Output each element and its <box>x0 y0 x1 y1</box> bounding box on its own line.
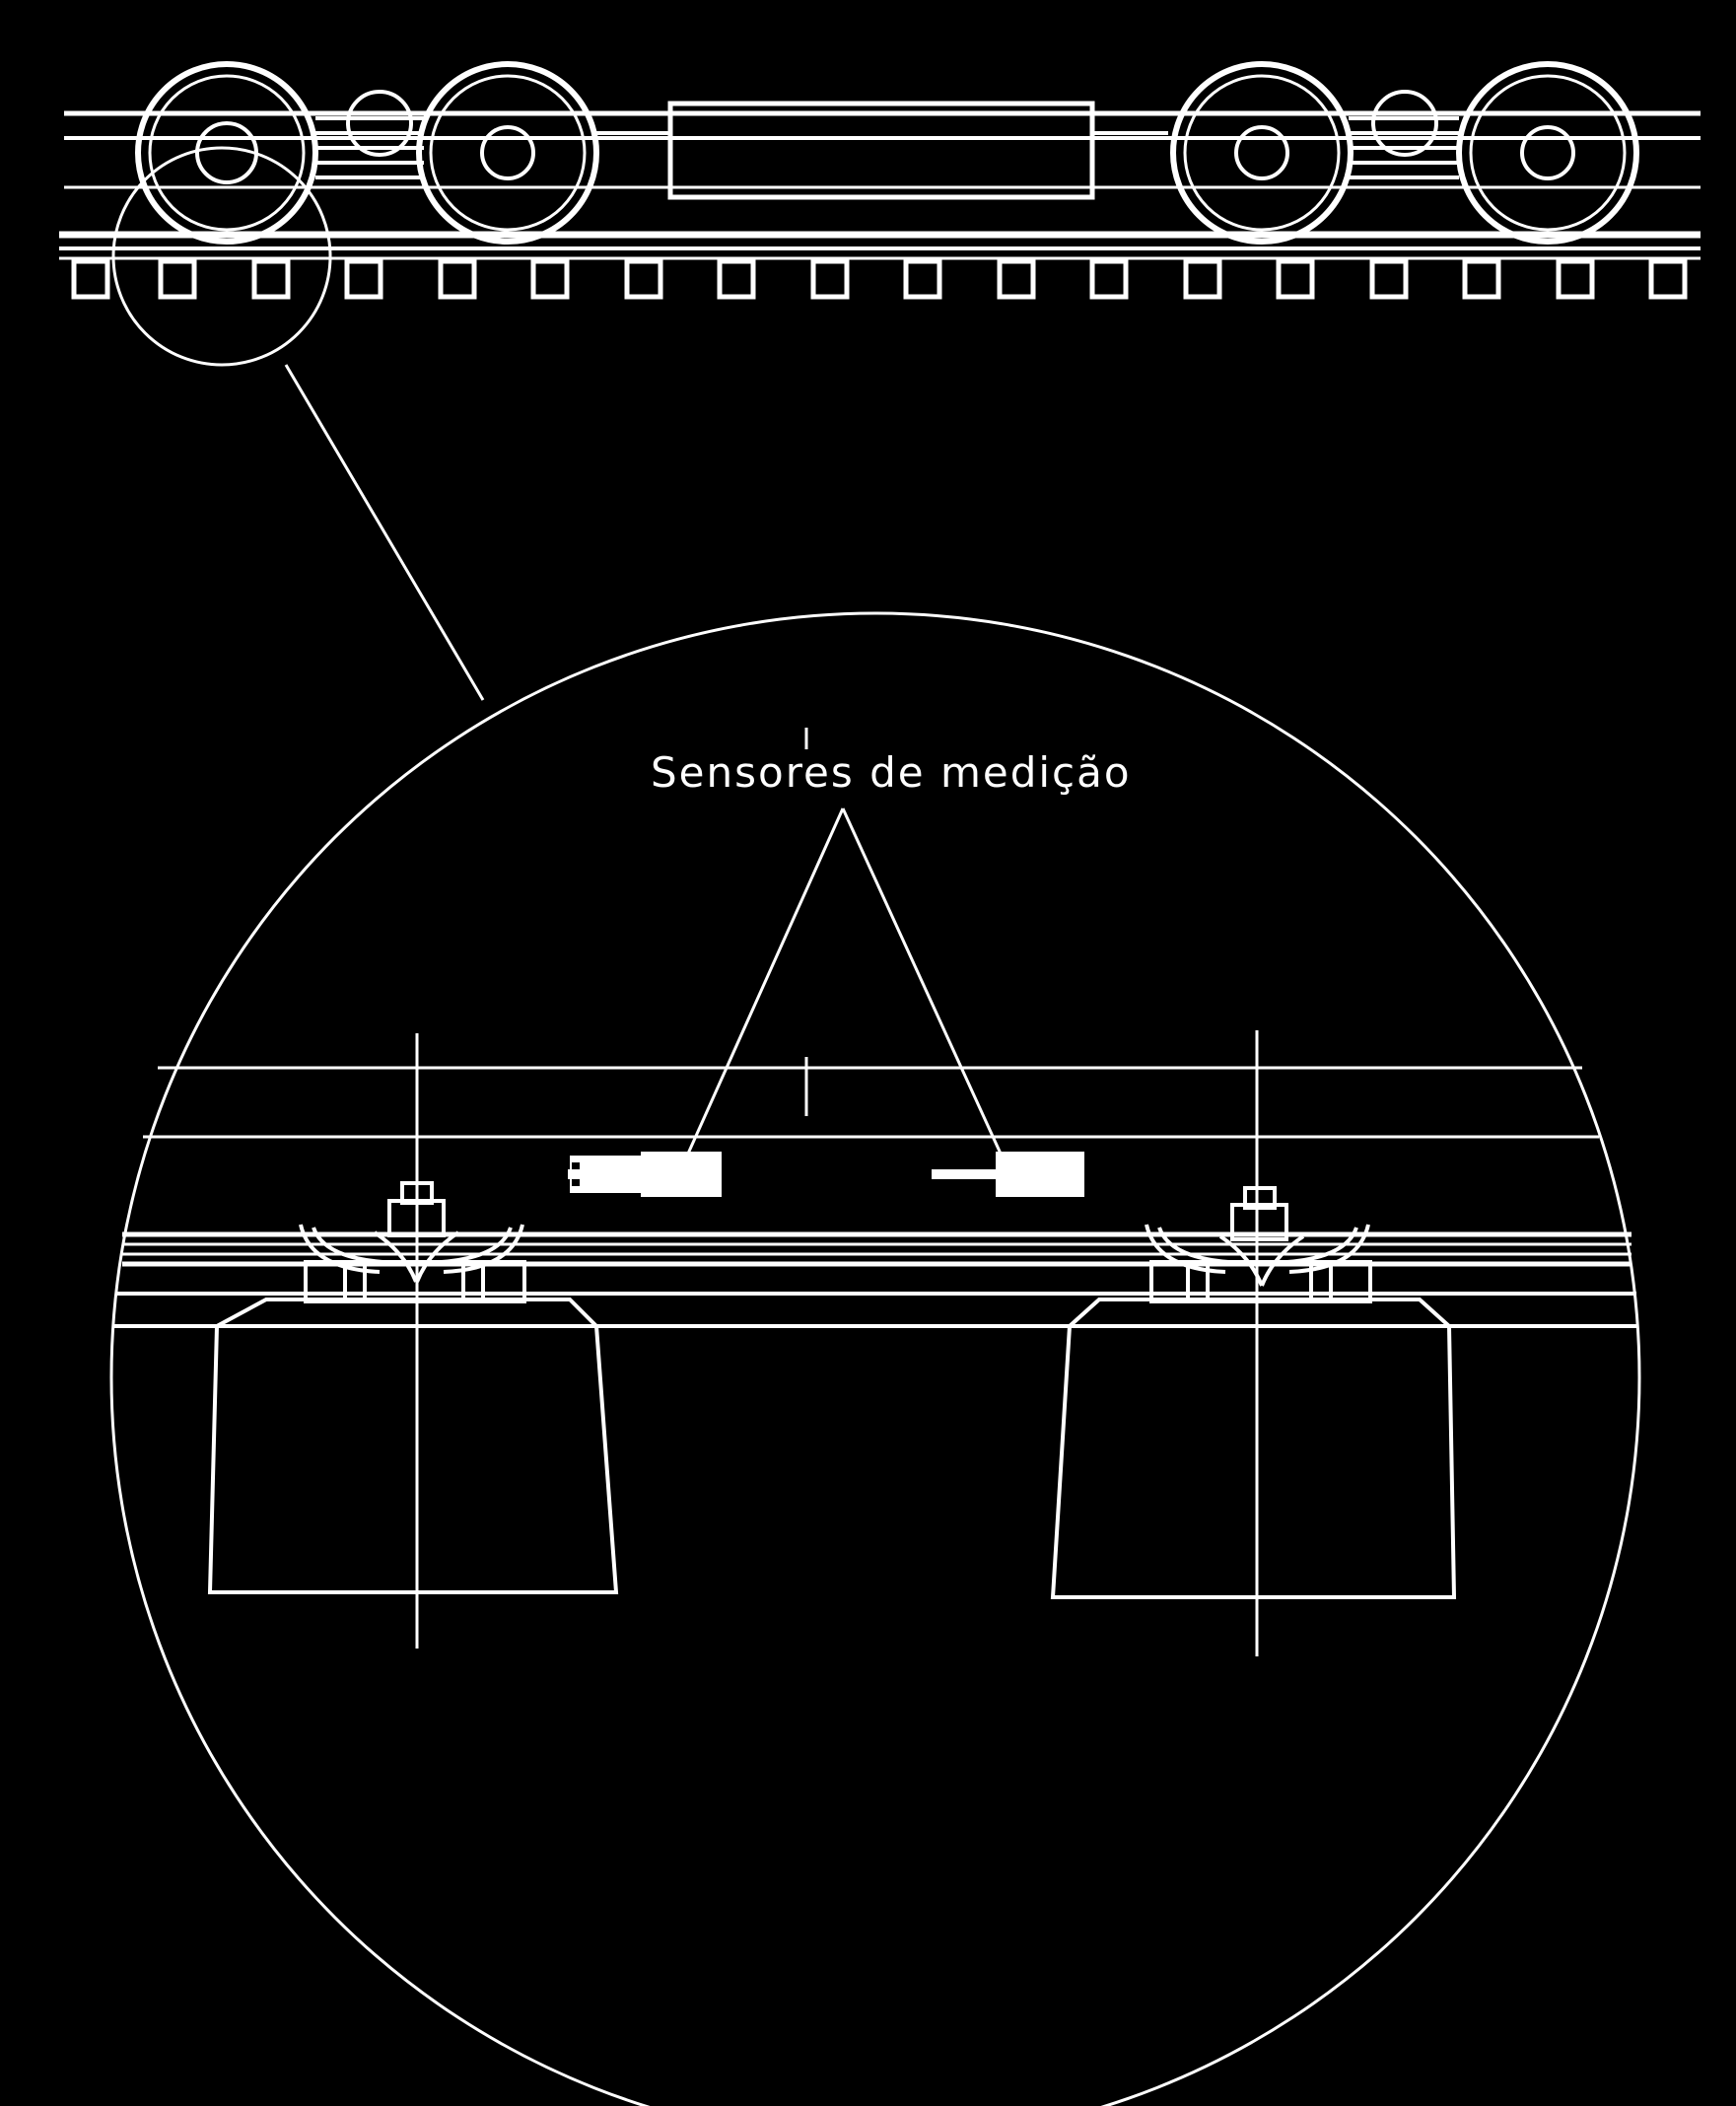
detail-rail <box>114 1231 1638 1328</box>
top-rail <box>59 231 1701 260</box>
label-leader-lines <box>686 807 1003 1155</box>
measurement-sensor-icon <box>932 1152 1084 1197</box>
railway-sleeper-icon <box>207 1298 1457 1599</box>
sleeper-centrelines <box>415 1030 1259 1656</box>
sensor-label: Sensores de medição <box>651 748 1132 797</box>
detail-circle <box>109 611 1641 2106</box>
zoom-source-circle <box>111 146 332 367</box>
railway-sleeper-icon <box>71 258 1688 300</box>
left-rail-fastener <box>299 1181 526 1303</box>
measurement-sensor-icon <box>568 1152 722 1197</box>
zoom-connector-line <box>284 364 485 701</box>
reference-lines <box>143 728 1599 1139</box>
train-bogie-icon <box>64 61 1701 245</box>
